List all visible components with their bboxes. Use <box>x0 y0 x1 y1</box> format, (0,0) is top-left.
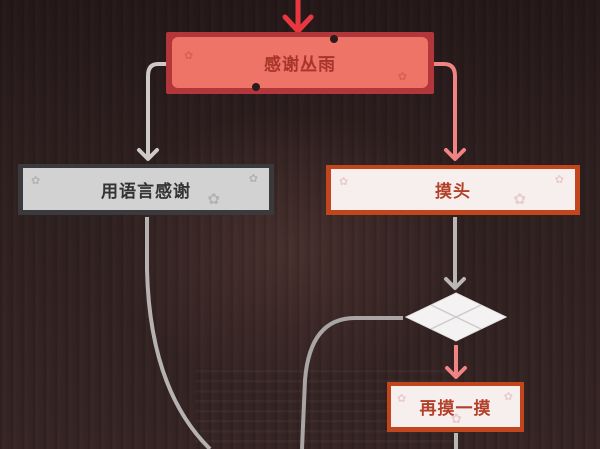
node-notch <box>252 83 260 91</box>
node-face: ✿ ✿ 感谢丛雨 <box>172 35 428 91</box>
node-label: 摸头 <box>435 182 471 202</box>
choice-node-pat-head[interactable]: ✿ ✿ ✿ 摸头 <box>326 165 580 215</box>
node-face: ✿ ✿ ✿ 摸头 <box>331 169 575 210</box>
edge-top-to-left <box>137 62 167 161</box>
paw-icon: ✿ <box>184 49 195 62</box>
edge-right-to-branch <box>444 217 466 290</box>
edge-branch-to-offscreen <box>300 316 403 449</box>
choice-node-thank-with-words[interactable]: ✿ ✿ ✿ 用语言感谢 <box>18 164 274 215</box>
entry-arrow-icon <box>282 0 314 34</box>
paw-icon: ✿ <box>207 190 221 208</box>
edge-top-to-right <box>433 62 466 161</box>
paw-icon: ✿ <box>248 172 259 185</box>
paw-icon: ✿ <box>451 412 463 427</box>
node-label: 再摸一摸 <box>419 399 492 419</box>
edge-left-down <box>145 217 212 449</box>
choice-node-pat-again[interactable]: ✿ ✿ ✿ 再摸一摸 <box>387 382 524 432</box>
node-label: 感谢丛雨 <box>264 55 336 75</box>
node-label: 用语言感谢 <box>101 181 191 202</box>
paw-icon: ✿ <box>339 175 350 188</box>
paw-icon: ✿ <box>397 392 408 405</box>
paw-icon: ✿ <box>397 70 408 83</box>
node-notch <box>330 35 338 43</box>
paw-icon: ✿ <box>31 174 42 187</box>
node-face: ✿ ✿ ✿ 再摸一摸 <box>391 386 520 427</box>
choice-node-thank-murasame[interactable]: ✿ ✿ 感谢丛雨 <box>166 32 434 94</box>
paw-icon: ✿ <box>503 390 514 403</box>
branch-diamond[interactable] <box>405 292 507 342</box>
node-face: ✿ ✿ ✿ 用语言感谢 <box>23 168 269 210</box>
paw-icon: ✿ <box>513 190 527 208</box>
paw-icon: ✿ <box>554 173 565 186</box>
edge-branch-to-bottom <box>445 345 467 379</box>
